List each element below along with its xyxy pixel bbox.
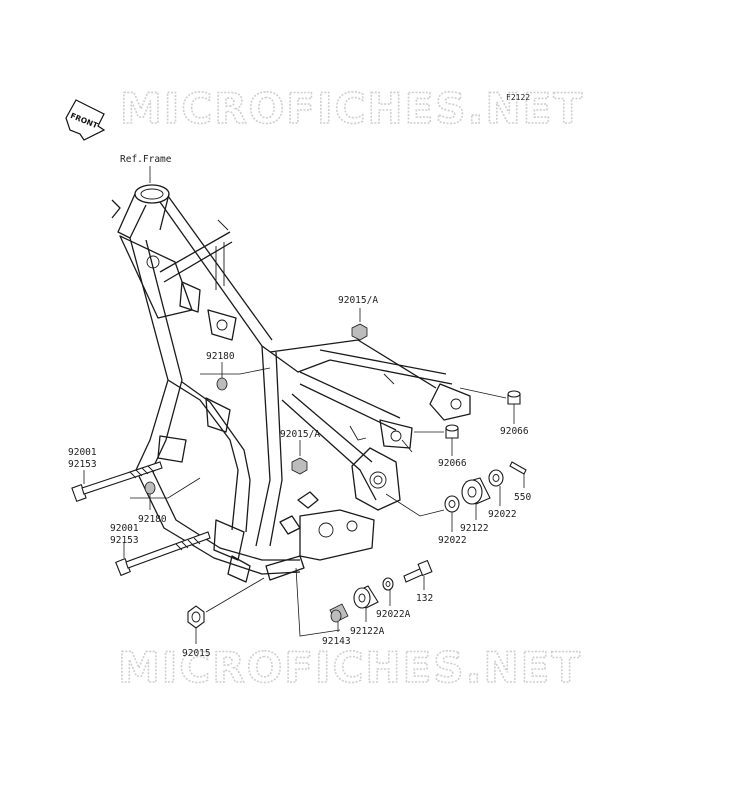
- part-bolt-upper: 92001 92153: [68, 447, 163, 502]
- part-bolt-lower: 92001 92153: [110, 523, 211, 577]
- figure-id: F2122: [506, 93, 530, 102]
- label-550: 550: [514, 492, 531, 503]
- label-92015: 92015: [182, 648, 211, 659]
- part-92015a-mid: 92015/A: [280, 429, 320, 475]
- part-92180-upper: 92180: [200, 351, 271, 391]
- label-92001-lower: 92001: [110, 523, 139, 534]
- part-92015-nut: 92015: [182, 577, 265, 659]
- label-92015a-mid: 92015/A: [280, 429, 320, 440]
- part-92180-lower: 92180: [130, 477, 201, 525]
- part-92122a-collar: 92122A: [350, 585, 385, 637]
- label-92066-right: 92066: [500, 426, 529, 437]
- part-92015a-top: 92015/A: [338, 295, 378, 341]
- watermark-bottom: MICROFICHES.NET: [118, 643, 582, 692]
- part-132-bolt: 132: [403, 559, 433, 604]
- label-92122a: 92122A: [350, 626, 385, 637]
- label-92022-left: 92022: [438, 535, 467, 546]
- frame-drawing: [111, 184, 471, 583]
- part-550-pin: 550: [509, 461, 531, 503]
- label-92180-lower: 92180: [138, 514, 167, 525]
- part-92022-left: 92022: [385, 493, 467, 546]
- label-92066-mid: 92066: [438, 458, 467, 469]
- label-92180-upper: 92180: [206, 351, 235, 362]
- label-92153-upper: 92153: [68, 459, 97, 470]
- part-92022a-washer: 92022A: [376, 577, 411, 620]
- label-92015a-top: 92015/A: [338, 295, 378, 306]
- label-92153-lower: 92153: [110, 535, 139, 546]
- label-92143: 92143: [322, 636, 351, 647]
- part-92066-mid: 92066: [414, 424, 467, 469]
- part-92022-right: 92022: [488, 469, 517, 520]
- label-92022-right: 92022: [488, 509, 517, 520]
- label-92022a: 92022A: [376, 609, 411, 620]
- part-92066-right: 92066: [459, 387, 529, 437]
- label-92122: 92122: [460, 523, 489, 534]
- part-92122-collar: 92122: [460, 477, 491, 534]
- ref-frame-label: Ref.Frame: [120, 154, 172, 165]
- part-92143-collar: 92143: [295, 567, 351, 647]
- watermark-top: MICROFICHES.NET: [120, 84, 584, 133]
- label-132: 132: [416, 593, 433, 604]
- label-92001-upper: 92001: [68, 447, 97, 458]
- front-arrow-icon: FRONT: [65, 99, 106, 141]
